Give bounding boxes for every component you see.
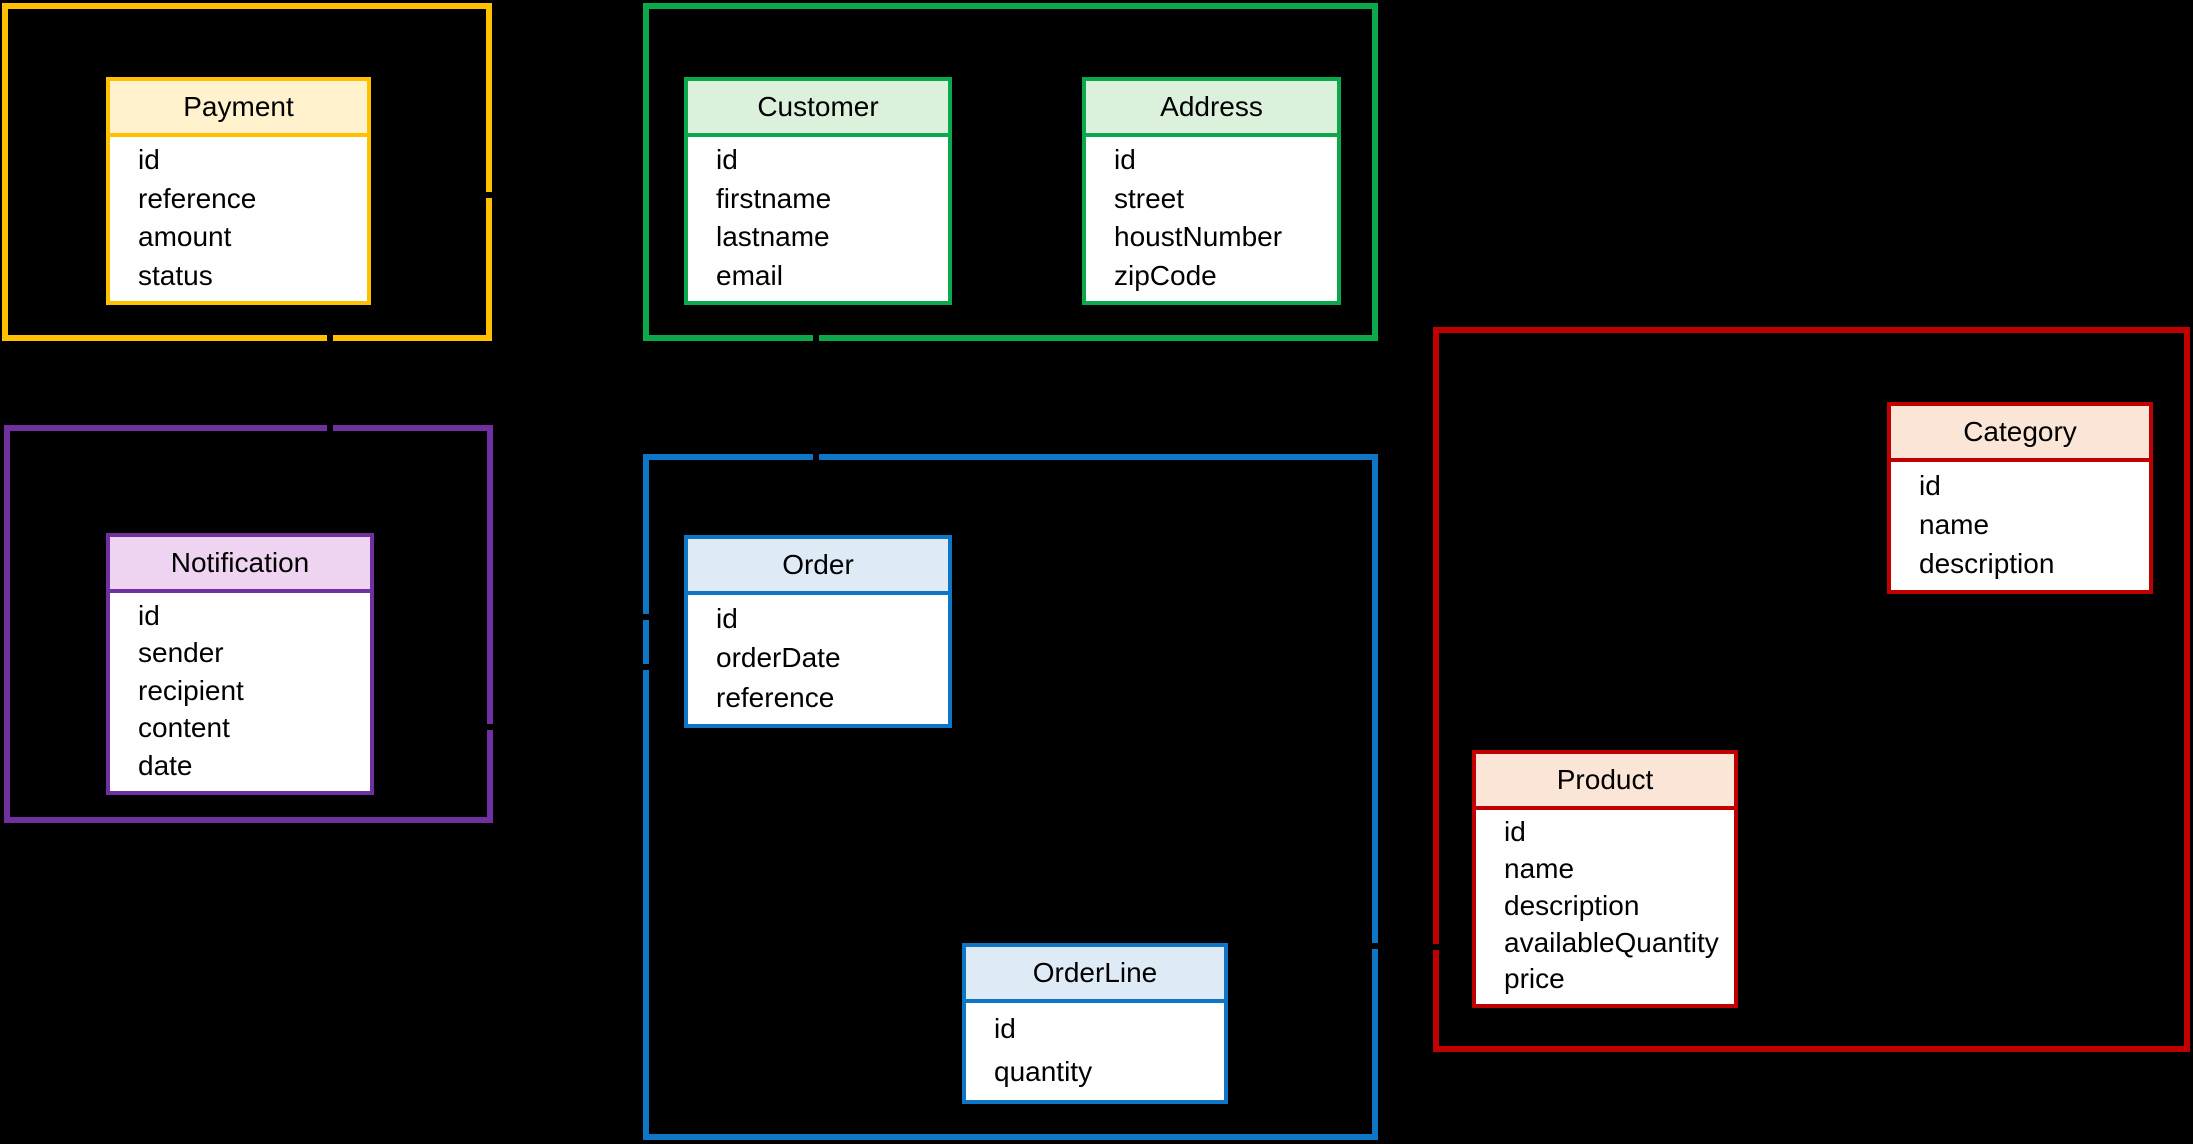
connector-stub xyxy=(481,192,497,198)
entity-fields-orderline: id quantity xyxy=(966,1003,1224,1100)
entity-fields-order: id orderDate reference xyxy=(688,595,948,724)
entity-table-order: Order id orderDate reference xyxy=(684,535,952,728)
entity-field: status xyxy=(138,259,213,291)
entity-field: content xyxy=(138,712,230,744)
entity-title-orderline: OrderLine xyxy=(966,947,1224,1003)
connector-stub xyxy=(1429,944,1445,950)
connector-stub xyxy=(327,331,333,345)
entity-field: lastname xyxy=(716,221,830,253)
entity-field: description xyxy=(1919,548,2055,580)
entity-fields-payment: id reference amount status xyxy=(110,137,367,301)
entity-field: sender xyxy=(138,637,224,669)
entity-field: zipCode xyxy=(1114,259,1217,291)
entity-fields-notification: id sender recipient content date xyxy=(110,593,370,791)
entity-fields-category: id name description xyxy=(1891,462,2149,590)
entity-table-address: Address id street houstNumber zipCode xyxy=(1082,77,1341,305)
connector-stub xyxy=(639,614,655,620)
entity-title-category: Category xyxy=(1891,406,2149,462)
bounded-context-product xyxy=(1433,327,2190,1052)
entity-field: id xyxy=(138,144,160,176)
entity-table-notification: Notification id sender recipient content… xyxy=(106,533,374,795)
entity-title-payment: Payment xyxy=(110,81,367,137)
entity-field: date xyxy=(138,750,193,782)
entity-field: reference xyxy=(716,682,835,714)
entity-fields-address: id street houstNumber zipCode xyxy=(1086,137,1337,301)
entity-field: availableQuantity xyxy=(1504,926,1719,958)
entity-table-payment: Payment id reference amount status xyxy=(106,77,371,305)
connector-stub xyxy=(813,331,819,345)
connector-stub xyxy=(483,724,499,730)
entity-table-orderline: OrderLine id quantity xyxy=(962,943,1228,1104)
bounded-context-order xyxy=(643,454,1378,1140)
entity-field: price xyxy=(1504,963,1565,995)
entity-field: amount xyxy=(138,221,232,253)
entity-title-address: Address xyxy=(1086,81,1337,137)
entity-field: id xyxy=(716,144,738,176)
entity-field: reference xyxy=(138,182,257,214)
entity-field: firstname xyxy=(716,182,832,214)
entity-field: quantity xyxy=(994,1056,1093,1088)
connector-stub xyxy=(639,664,655,670)
entity-table-product: Product id name description availableQua… xyxy=(1472,750,1738,1008)
entity-field: description xyxy=(1504,889,1640,921)
entity-title-order: Order xyxy=(688,539,948,595)
entity-fields-customer: id firstname lastname email xyxy=(688,137,948,301)
entity-field: street xyxy=(1114,182,1185,214)
bounded-context-payment xyxy=(2,3,492,341)
entity-field: id xyxy=(716,602,738,634)
entity-fields-product: id name description availableQuantity pr… xyxy=(1476,810,1734,1004)
entity-field: name xyxy=(1919,508,1990,540)
entity-field: name xyxy=(1504,853,1575,885)
entity-field: orderDate xyxy=(716,642,841,674)
connector-stub xyxy=(327,421,333,435)
entity-field: recipient xyxy=(138,674,244,706)
bounded-context-customer xyxy=(643,3,1378,341)
entity-table-customer: Customer id firstname lastname email xyxy=(684,77,952,305)
entity-field: id xyxy=(994,1012,1016,1044)
entity-title-product: Product xyxy=(1476,754,1734,810)
connector-stub xyxy=(1368,943,1384,949)
entity-field: id xyxy=(1504,816,1526,848)
entity-table-category: Category id name description xyxy=(1887,402,2153,594)
entity-field: id xyxy=(1114,144,1136,176)
entity-title-customer: Customer xyxy=(688,81,948,137)
entity-field: id xyxy=(138,599,160,631)
entity-field: houstNumber xyxy=(1114,221,1283,253)
entity-field: email xyxy=(716,259,783,291)
bounded-context-notification xyxy=(4,425,493,823)
entity-field: id xyxy=(1919,469,1941,501)
entity-title-notification: Notification xyxy=(110,537,370,593)
connector-stub xyxy=(813,450,819,464)
